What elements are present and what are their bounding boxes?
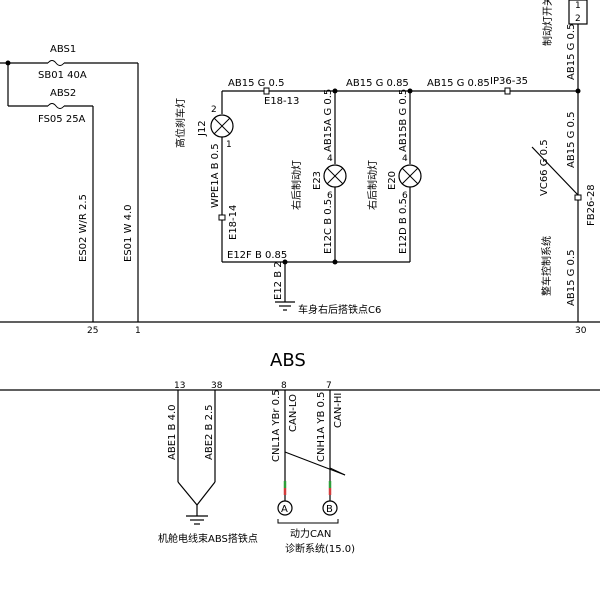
wire-can-lo-label: CAN-LO (288, 394, 299, 432)
abs-module-title: ABS (270, 350, 306, 371)
can-circle-a-label: A (281, 504, 288, 515)
abs-ground: ABE1 B 4.0 ABE2 B 2.5 机舱电线束ABS搭铁点 (158, 390, 258, 545)
lamp-e23-pin6: 6 (327, 191, 333, 201)
connector-e18-14 (218, 214, 226, 221)
lamp-e20-pin6: 6 (402, 191, 408, 201)
lamp-j12-pin2: 2 (211, 105, 217, 115)
lamp-e23-pin4: 4 (327, 154, 333, 164)
abs-module: ABS 25 1 30 13 38 8 7 (0, 321, 600, 391)
fuse-fs05-label: FS05 25A (38, 114, 86, 125)
lamp-e23-code: E23 (312, 171, 323, 190)
fuse-abs2-label: ABS2 (50, 88, 76, 99)
wire-ab15-r1: AB15 G 0.5 (566, 24, 577, 80)
can-circle-a (277, 500, 293, 516)
ground-c6: E12F B 0.85 E12 B 2 车身右后搭铁点C6 (222, 250, 410, 316)
wire-ab15-r2: AB15 G 0.5 (566, 112, 577, 168)
wire-es02-label: ES02 W/R 2.5 (78, 194, 89, 262)
brake-bus: AB15 G 0.5 E18-13 AB15 G 0.85 AB15 G 0.8… (222, 76, 578, 107)
connector-fb26-28 (574, 194, 582, 201)
can-bus-line1: 动力CAN (290, 527, 331, 540)
wire-e12f-label: E12F B 0.85 (227, 250, 287, 261)
wire-e12c-label: E12C B 0.5 (323, 199, 334, 254)
wire-ab15-top3: AB15 G 0.85 (427, 78, 490, 89)
can-bus-line2: 诊断系统(15.0) (285, 542, 355, 555)
pin-7: 7 (326, 381, 332, 391)
connector-ip36-35 (504, 87, 511, 95)
wire-es01-label: ES01 W 4.0 (123, 204, 134, 262)
pin-13: 13 (174, 381, 185, 391)
brake-switch-name: 制动灯开关 (541, 0, 554, 46)
lamp-e20-pin4: 4 (402, 154, 408, 164)
wire-can-hi-label: CAN-HI (333, 393, 344, 428)
fuse-sb01-label: SB01 40A (38, 70, 87, 81)
pin-38: 38 (211, 381, 223, 391)
can-bus: A B 动力CAN 诊断系统(15.0) CNL1A YBr 0.5 CAN-L… (271, 389, 355, 555)
pin-25: 25 (87, 326, 98, 336)
brake-switch-pin1: 1 (575, 1, 581, 11)
can-circle-b (322, 500, 338, 516)
lamp-j12-name: 高位刹车灯 (174, 98, 187, 148)
brake-switch-pin2: 2 (575, 14, 581, 24)
pin-30: 30 (575, 326, 587, 336)
lamp-e23: 4 6 AB15A G 0.5 右后制动灯 E23 E12C B 0.5 (290, 89, 347, 262)
fuse-abs1-label: ABS1 (50, 44, 76, 55)
can-circle-b-label: B (326, 504, 333, 515)
wire-ab15-top1: AB15 G 0.5 (228, 78, 284, 89)
connector-ip36-35-label: IP36-35 (490, 76, 528, 87)
lamp-j12-code: J12 (197, 120, 208, 137)
wire-cnh1a-label: CNH1A YB 0.5 (316, 392, 327, 462)
wire-vc66-label: VC66 G 0.5 (539, 139, 550, 196)
wire-abe1-label: ABE1 B 4.0 (167, 404, 178, 460)
lamp-e20-name: 右后制动灯 (366, 160, 379, 210)
fuse-sb01-symbol (47, 60, 65, 66)
wire-ab15-top2: AB15 G 0.85 (346, 78, 409, 89)
lamp-j12-pin1: 1 (226, 140, 232, 150)
wire-ab15-r3: AB15 G 0.5 (566, 250, 577, 306)
wire-e12d-label: E12D B 0.5 (398, 198, 409, 254)
pin-1: 1 (135, 326, 141, 336)
pin-8: 8 (281, 381, 287, 391)
ground-c6-label: 车身右后搭铁点C6 (298, 303, 381, 316)
wire-abe2-label: ABE2 B 2.5 (204, 404, 215, 460)
wire-cnl1a-label: CNL1A YBr 0.5 (271, 389, 282, 462)
lamp-e20: 4 6 AB15B G 0.5 右后制动灯 E20 E12D B 0.5 (366, 89, 422, 262)
vehicle-control-name: 整车控制系统 (540, 236, 553, 296)
wire-ab15b-label: AB15B G 0.5 (398, 89, 409, 152)
lamp-j12: 2 1 高位刹车灯 J12 WPE1A B 0.5 E18-14 (174, 91, 239, 262)
brake-switch-section: 1 2 制动灯开关 AB15 G 0.5 AB15 G 0.5 VC66 G 0… (531, 0, 597, 322)
lamp-e20-code: E20 (387, 171, 398, 190)
fuse-fs05-symbol (47, 103, 65, 109)
connector-e18-14-label: E18-14 (228, 205, 239, 240)
abs-ground-label: 机舱电线束ABS搭铁点 (158, 532, 258, 545)
wire-e12-label: E12 B 2 (273, 261, 284, 300)
fuse-section: ABS1 SB01 40A ABS2 FS05 25A ES02 W/R 2.5… (0, 44, 139, 322)
can-bracket (277, 519, 339, 524)
connector-fb26-28-label: FB26-28 (586, 184, 597, 226)
wire-ab15a-label: AB15A G 0.5 (323, 89, 334, 152)
lamp-e23-name: 右后制动灯 (290, 160, 303, 210)
wire-wpe1a-label: WPE1A B 0.5 (210, 143, 221, 208)
connector-e18-13-label: E18-13 (264, 96, 299, 107)
